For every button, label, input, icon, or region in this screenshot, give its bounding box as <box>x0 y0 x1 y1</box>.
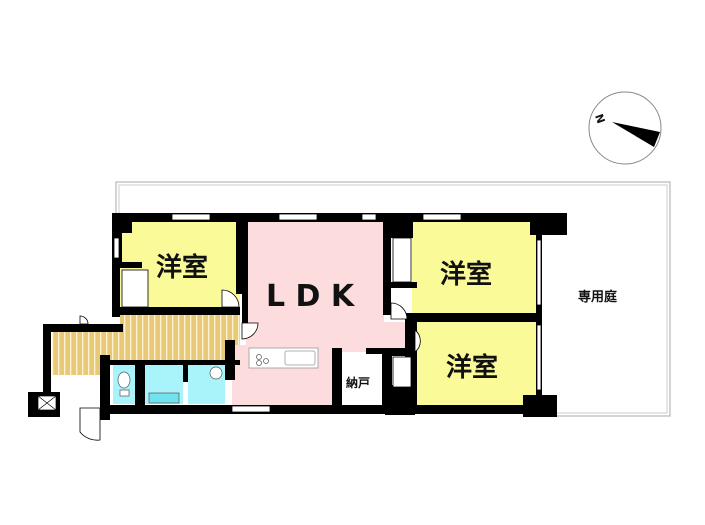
compass: N <box>588 91 662 165</box>
washbasin-icon <box>209 366 223 380</box>
fixtures <box>37 366 223 411</box>
toilet-icon <box>117 371 131 389</box>
bathtub-icon <box>148 392 180 404</box>
doors <box>79 289 421 441</box>
western-room-2-label: 洋室 <box>440 259 492 290</box>
walls <box>28 213 567 420</box>
north-arrow-icon <box>612 122 660 147</box>
stove-icon <box>256 354 262 360</box>
closets <box>121 237 412 388</box>
windows <box>113 213 542 413</box>
sink-icon <box>284 350 316 366</box>
private-garden-area: 専用庭 <box>115 181 671 417</box>
western-room-3 <box>412 322 540 407</box>
western-room-2 <box>412 222 540 313</box>
storage-room <box>342 352 382 407</box>
western-room-1-label: 洋室 <box>156 252 208 283</box>
kitchen-counter <box>248 347 319 369</box>
storage-label: 納戸 <box>346 375 370 390</box>
private-garden-label: 専用庭 <box>578 289 618 305</box>
western-room-3-label: 洋室 <box>446 352 498 383</box>
ldk-label: L D K <box>266 279 356 314</box>
compass-north-label: N <box>592 112 607 125</box>
